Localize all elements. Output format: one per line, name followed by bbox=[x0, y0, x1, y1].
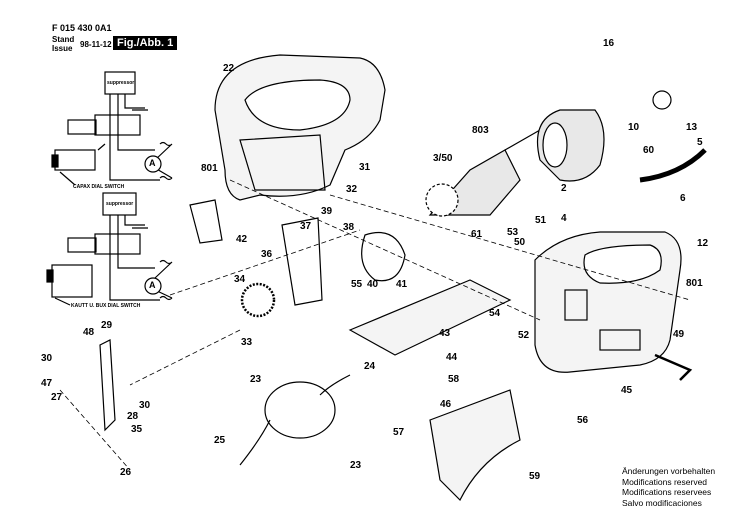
stand-issue-label: Stand Issue bbox=[52, 35, 74, 53]
part-number-label: 35 bbox=[131, 424, 143, 435]
wiring-diagram-capax bbox=[51, 71, 173, 186]
wires bbox=[239, 374, 351, 466]
part-number-label: 13 bbox=[686, 122, 698, 133]
note-line: Salvo modificaciones bbox=[622, 497, 702, 508]
assembly-lines bbox=[59, 179, 691, 471]
part-number-label: 41 bbox=[396, 279, 408, 290]
switch-label-capax: CAPAX DIAL SWITCH bbox=[73, 184, 125, 190]
part-number-label: 801 bbox=[686, 278, 703, 289]
switch-label-kautt-bux: KAUTT U. BUX DIAL SWITCH bbox=[71, 303, 141, 309]
motor-symbol-2: A bbox=[149, 280, 156, 290]
motor-symbol-1: A bbox=[149, 158, 156, 168]
part-number-label: 45 bbox=[621, 385, 633, 396]
part-number-label: 38 bbox=[343, 222, 355, 233]
part-number-label: 29 bbox=[101, 320, 113, 331]
part-number-label: 5 bbox=[697, 137, 703, 148]
part-number-label: 36 bbox=[261, 249, 273, 260]
part-number-label: 52 bbox=[518, 330, 530, 341]
part-number-label: 28 bbox=[127, 411, 139, 422]
field-stator bbox=[536, 109, 605, 182]
part-number-label: 27 bbox=[51, 392, 63, 403]
stand-label: Stand bbox=[52, 35, 75, 44]
part-number-label: 51 bbox=[535, 215, 547, 226]
part-number-label: 47 bbox=[41, 378, 53, 389]
issue-label: Issue bbox=[52, 44, 73, 53]
part-number-label: 22 bbox=[223, 63, 235, 74]
housing-left-half bbox=[214, 54, 386, 201]
wiring-diagram-kautt-bux bbox=[46, 192, 173, 306]
part-number-label: 61 bbox=[471, 229, 483, 240]
part-number-label: 48 bbox=[83, 327, 95, 338]
document-number: F 015 430 0A1 bbox=[52, 23, 112, 33]
part-number-label: 33 bbox=[241, 337, 253, 348]
part-number-label: 23 bbox=[250, 374, 262, 385]
base-plate bbox=[348, 279, 512, 356]
hex-key bbox=[654, 353, 693, 381]
part-number-label: 43 bbox=[439, 328, 451, 339]
part-number-label: 55 bbox=[351, 279, 363, 290]
part-number-label: 50 bbox=[514, 237, 526, 248]
part-number-label: 58 bbox=[448, 374, 460, 385]
part-number-label: 12 bbox=[697, 238, 709, 249]
modification-notes: Änderungen vorbehalten Modifications res… bbox=[622, 466, 715, 508]
part-number-label: 25 bbox=[214, 435, 226, 446]
housing-right-half bbox=[534, 231, 682, 373]
part-number-label: 16 bbox=[603, 38, 615, 49]
plunger-assembly bbox=[99, 339, 116, 432]
part-number-label: 4 bbox=[561, 213, 567, 224]
issue-date: 98-11-12 bbox=[80, 40, 112, 49]
power-cable bbox=[639, 148, 707, 183]
part-number-label: 59 bbox=[529, 471, 541, 482]
part-number-label: 53 bbox=[507, 227, 519, 238]
note-line: Modifications reserved bbox=[622, 476, 708, 487]
part-number-label: 40 bbox=[367, 279, 379, 290]
stroke-rod bbox=[281, 217, 323, 306]
bearing-plate bbox=[361, 231, 406, 282]
part-number-label: 57 bbox=[393, 427, 405, 438]
part-number-label: 3/50 bbox=[433, 153, 453, 164]
note-line: Änderungen vorbehalten bbox=[622, 466, 716, 476]
cable-grommet bbox=[652, 90, 672, 110]
gear bbox=[240, 282, 276, 318]
part-number-label: 24 bbox=[364, 361, 376, 372]
part-number-label: 31 bbox=[359, 162, 371, 173]
part-number-label: 42 bbox=[236, 234, 248, 245]
part-number-label: 44 bbox=[446, 352, 458, 363]
note-line: Modifications reservees bbox=[622, 487, 712, 497]
part-number-label: 23 bbox=[350, 460, 362, 471]
part-number-label: 6 bbox=[680, 193, 686, 204]
part-number-label: 26 bbox=[120, 467, 132, 478]
part-number-label: 39 bbox=[321, 206, 333, 217]
part-number-label: 30 bbox=[41, 353, 53, 364]
part-number-label: 803 bbox=[472, 125, 489, 136]
part-number-label: 2 bbox=[561, 183, 567, 194]
part-number-label: 56 bbox=[577, 415, 589, 426]
part-number-label: 10 bbox=[628, 122, 640, 133]
part-number-label: 32 bbox=[346, 184, 358, 195]
suppressor-label-2: suppressor bbox=[106, 201, 134, 207]
part-number-label: 34 bbox=[234, 274, 246, 285]
brush-holder bbox=[264, 381, 336, 439]
figure-label: Fig./Abb. 1 bbox=[113, 36, 178, 50]
armature bbox=[425, 129, 541, 217]
part-number-label: 37 bbox=[300, 221, 312, 232]
guide-plate bbox=[189, 199, 223, 244]
part-number-label: 46 bbox=[440, 399, 452, 410]
cover bbox=[429, 389, 521, 502]
part-number-label: 54 bbox=[489, 308, 501, 319]
suppressor-label-1: suppressor bbox=[107, 80, 135, 86]
part-number-label: 60 bbox=[643, 145, 655, 156]
part-number-label: 801 bbox=[201, 163, 218, 174]
part-number-label: 30 bbox=[139, 400, 151, 411]
part-number-label: 49 bbox=[673, 329, 685, 340]
